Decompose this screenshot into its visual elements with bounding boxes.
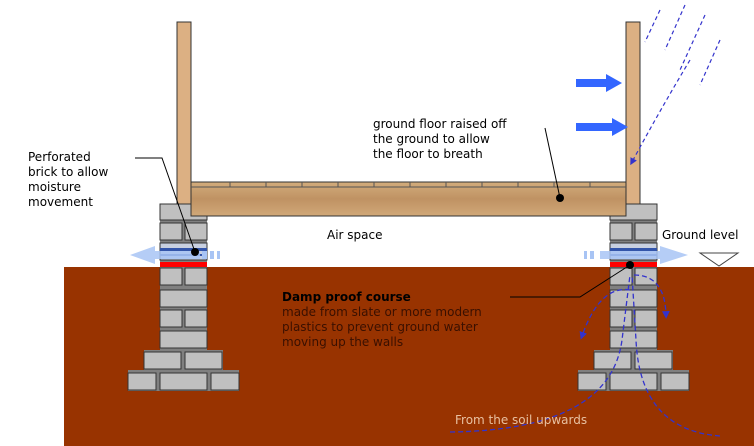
floor-joist	[190, 181, 627, 217]
brick	[609, 309, 633, 328]
perforation	[610, 248, 657, 251]
soil-upwards-label: From the soil upwards	[455, 413, 588, 427]
moisture-flow	[449, 274, 721, 437]
wind-arrow-1	[576, 74, 622, 92]
brick	[210, 372, 240, 391]
text-line: the ground to allow	[373, 132, 490, 146]
ground-level-label: Ground level	[662, 228, 739, 242]
brick	[159, 372, 208, 391]
brick	[184, 309, 208, 328]
right-post	[625, 21, 641, 205]
text-line: made from slate or more modern	[282, 305, 482, 319]
text-line: moisture	[28, 180, 81, 194]
perforation	[160, 248, 207, 251]
brick	[609, 330, 658, 349]
brick	[184, 267, 208, 286]
brick	[577, 372, 607, 391]
brick	[184, 351, 223, 370]
raised-floor-label: ground floor raised off the ground to al…	[373, 117, 507, 162]
damp-proof-course	[160, 262, 207, 267]
text-line: the floor to breath	[373, 147, 483, 161]
brick	[634, 222, 658, 241]
brick	[634, 351, 673, 370]
text-line: ground floor raised off	[373, 117, 507, 131]
brick	[159, 309, 183, 328]
text-line: movement	[28, 195, 93, 209]
brick	[184, 222, 208, 241]
vent-arrow-right	[600, 246, 688, 264]
dpc-title: Damp proof course	[282, 290, 411, 304]
wind-arrow-2	[576, 118, 628, 136]
brick	[609, 222, 633, 241]
text-line: Perforated	[28, 150, 91, 164]
text-line: plastics to prevent ground water	[282, 320, 478, 334]
brick	[143, 351, 182, 370]
brick	[593, 351, 632, 370]
vent-arrow-left	[130, 246, 200, 264]
air-space-label: Air space	[327, 228, 383, 242]
brick	[609, 372, 658, 391]
dpc-label: Damp proof course made from slate or mor…	[282, 290, 482, 350]
brick	[159, 222, 183, 241]
perforated-brick-label: Perforated brick to allow moisture movem…	[28, 150, 108, 210]
brick	[660, 372, 690, 391]
brick	[634, 309, 658, 328]
brick	[127, 372, 157, 391]
brick	[609, 267, 633, 286]
brick	[159, 267, 183, 286]
rain	[630, 4, 721, 166]
ground-level-icon	[698, 252, 740, 267]
brick	[159, 289, 208, 308]
text-line: brick to allow	[28, 165, 109, 179]
left-post	[176, 21, 192, 205]
text-line: moving up the walls	[282, 335, 404, 349]
brick	[159, 330, 208, 349]
